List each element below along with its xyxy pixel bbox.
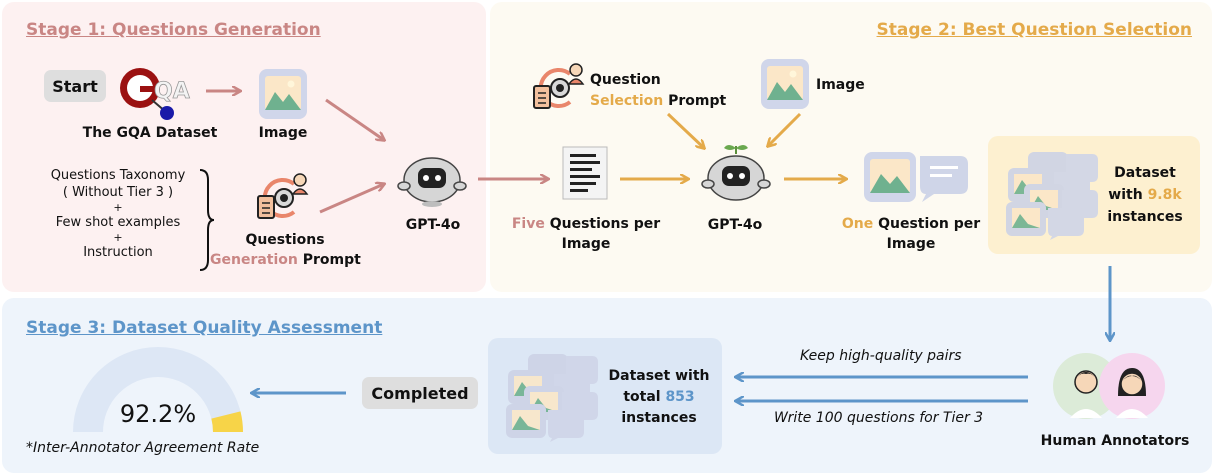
svg-text:QA: QA (154, 79, 190, 104)
human-annotators-label: Human Annotators (1040, 433, 1190, 449)
document-icon (562, 146, 608, 200)
image-icon (761, 59, 809, 109)
inputs-list: Questions Taxonomy ( Without Tier 3 ) + … (38, 167, 198, 261)
gqa-logo-icon: QA (120, 68, 190, 120)
generation-prompt-label: Questions Generation Prompt (210, 232, 361, 268)
five-questions-label: Five Questions per Image (511, 216, 661, 252)
input-item: Few shot examples (55, 215, 181, 230)
stage1-title: Stage 1: Questions Generation (26, 20, 321, 40)
gpt4o-label: GPT-4o (707, 217, 763, 233)
dataset-stack-icon (1006, 152, 1098, 240)
gauge-value: 92.2% (119, 400, 197, 428)
input-item: Instruction (83, 245, 153, 260)
image-question-icon (864, 152, 968, 202)
one-question-label: One Question per Image (841, 216, 981, 252)
dataset-853-label: Dataset with total 853 instances (608, 368, 710, 426)
image-label: Image (258, 125, 308, 141)
stage3-title: Stage 3: Dataset Quality Assessment (26, 318, 383, 338)
keep-pairs-label: Keep high-quality pairs (800, 348, 962, 364)
image-label: Image (816, 77, 865, 93)
selection-prompt-icon (533, 63, 585, 109)
stage1-panel (2, 2, 486, 292)
completed-button: Completed (362, 377, 478, 409)
input-item: Questions Taxonomy (50, 168, 186, 183)
image-icon (259, 69, 307, 119)
gpt4o-robot-icon (397, 157, 467, 207)
selection-prompt-label: Question Selection Prompt (590, 72, 727, 109)
gpt4o-robot-icon (701, 145, 771, 201)
dataset-9-8k-label: Dataset with 9.8k instances (1107, 165, 1183, 225)
start-button: Start (44, 70, 106, 102)
human-annotators-icon (1053, 353, 1165, 419)
input-item: ( Without Tier 3 ) (62, 185, 174, 200)
prompt-icon (257, 173, 309, 219)
dataset-stack-icon (506, 354, 598, 442)
gpt4o-label: GPT-4o (405, 217, 461, 233)
stage2-title: Stage 2: Best Question Selection (876, 20, 1192, 40)
curly-brace (199, 169, 215, 271)
input-item: + (113, 231, 123, 244)
gqa-dataset-label: The GQA Dataset (82, 125, 218, 141)
gauge-caption: *Inter-Annotator Agreement Rate (26, 440, 260, 456)
agreement-gauge (73, 347, 243, 433)
write-questions-label: Write 100 questions for Tier 3 (774, 410, 984, 426)
input-item: + (113, 201, 123, 214)
